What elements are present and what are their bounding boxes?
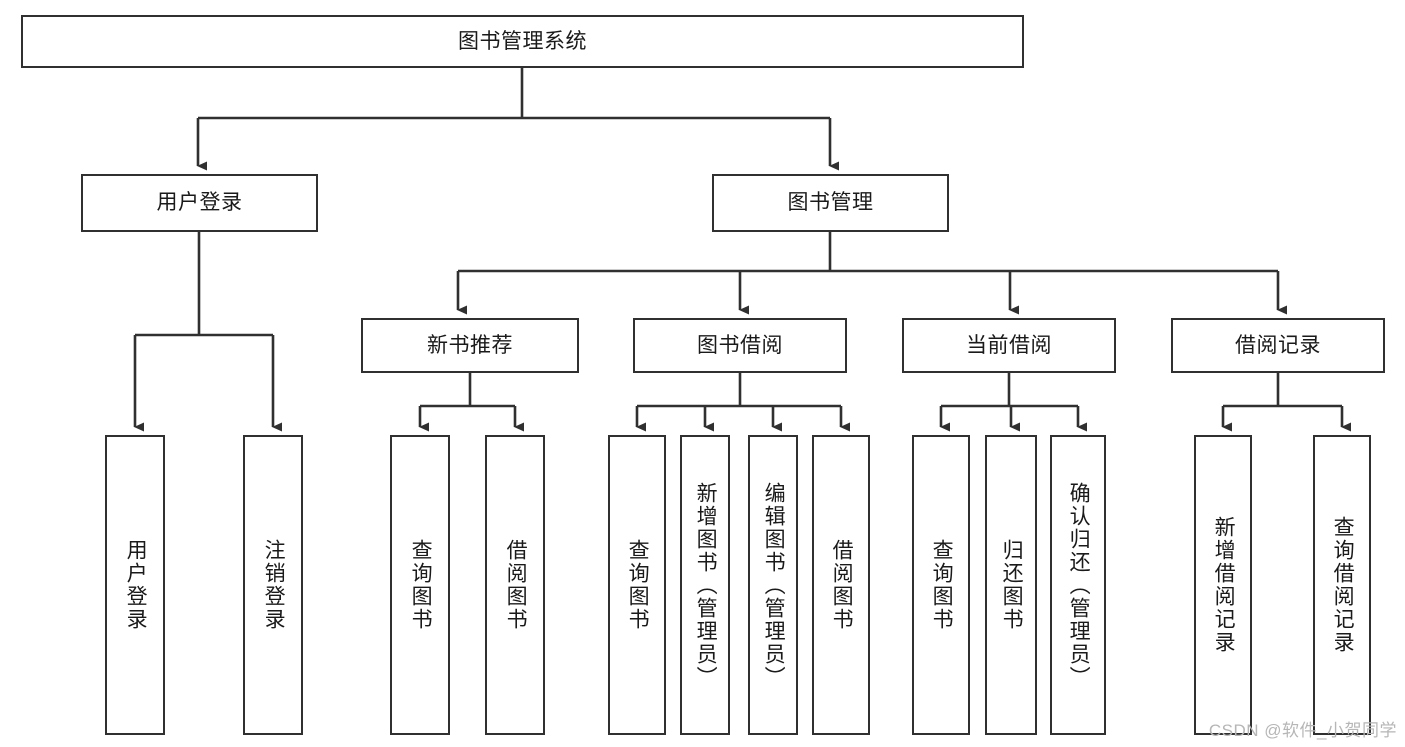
node-borrow-record[interactable]: 借阅记录 bbox=[1171, 318, 1385, 373]
node-borrow-record-label: 借阅记录 bbox=[1235, 333, 1321, 357]
node-book-manage-label: 图书管理 bbox=[787, 191, 874, 215]
node-bb-add-book[interactable]: 新增图书（管理员） bbox=[680, 435, 730, 735]
node-user-login[interactable]: 用户登录 bbox=[81, 174, 318, 232]
node-bb-edit-book-label: 编辑图书（管理员） bbox=[762, 481, 786, 689]
node-bb-add-book-label: 新增图书（管理员） bbox=[694, 481, 718, 689]
node-book-borrow[interactable]: 图书借阅 bbox=[633, 318, 847, 373]
node-cb-query-book[interactable]: 查询图书 bbox=[912, 435, 970, 735]
node-cb-return-book-label: 归还图书 bbox=[1000, 539, 1024, 631]
node-book-borrow-label: 图书借阅 bbox=[697, 333, 783, 357]
node-br-query-record[interactable]: 查询借阅记录 bbox=[1313, 435, 1371, 735]
node-bb-borrow-book-label: 借阅图书 bbox=[830, 539, 854, 631]
node-book-manage[interactable]: 图书管理 bbox=[712, 174, 949, 232]
node-br-query-record-label: 查询借阅记录 bbox=[1331, 516, 1355, 654]
node-nbr-query-book[interactable]: 查询图书 bbox=[390, 435, 450, 735]
node-user-login-logout-label: 注销登录 bbox=[262, 539, 286, 631]
node-root-label: 图书管理系统 bbox=[458, 29, 587, 53]
node-user-login-logout[interactable]: 注销登录 bbox=[243, 435, 303, 735]
node-current-borrow[interactable]: 当前借阅 bbox=[902, 318, 1116, 373]
node-new-book-recommend-label: 新书推荐 bbox=[427, 333, 513, 357]
node-nbr-borrow-book[interactable]: 借阅图书 bbox=[485, 435, 545, 735]
node-cb-confirm-return[interactable]: 确认归还（管理员） bbox=[1050, 435, 1106, 735]
node-nbr-borrow-book-label: 借阅图书 bbox=[504, 539, 528, 631]
node-current-borrow-label: 当前借阅 bbox=[966, 333, 1052, 357]
node-bb-edit-book[interactable]: 编辑图书（管理员） bbox=[748, 435, 798, 735]
node-user-login-login-label: 用户登录 bbox=[124, 539, 148, 631]
node-root[interactable]: 图书管理系统 bbox=[21, 15, 1024, 68]
node-cb-confirm-return-label: 确认归还（管理员） bbox=[1067, 481, 1091, 689]
node-bb-query-book[interactable]: 查询图书 bbox=[608, 435, 666, 735]
node-bb-borrow-book[interactable]: 借阅图书 bbox=[812, 435, 870, 735]
node-user-login-login[interactable]: 用户登录 bbox=[105, 435, 165, 735]
node-nbr-query-book-label: 查询图书 bbox=[409, 539, 433, 631]
node-bb-query-book-label: 查询图书 bbox=[626, 539, 650, 631]
node-user-login-label: 用户登录 bbox=[156, 191, 243, 215]
watermark-text: CSDN @软件_小贺同学 bbox=[1208, 721, 1397, 740]
node-new-book-recommend[interactable]: 新书推荐 bbox=[361, 318, 579, 373]
node-br-add-record[interactable]: 新增借阅记录 bbox=[1194, 435, 1252, 735]
node-cb-return-book[interactable]: 归还图书 bbox=[985, 435, 1037, 735]
node-cb-query-book-label: 查询图书 bbox=[930, 539, 954, 631]
node-br-add-record-label: 新增借阅记录 bbox=[1212, 516, 1236, 654]
